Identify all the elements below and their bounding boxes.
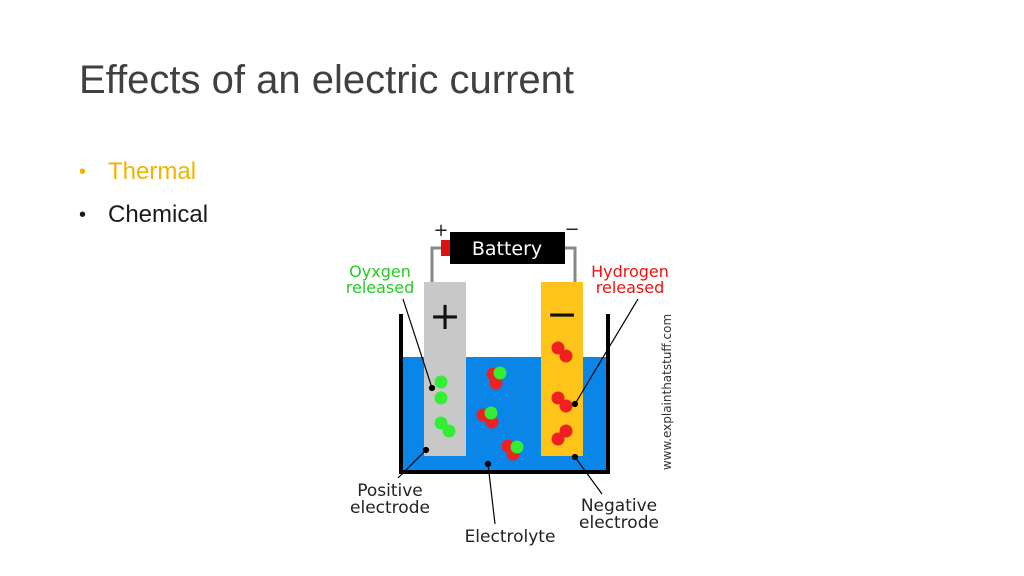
electrolyte-label: Electrolyte — [465, 527, 556, 547]
watermark: www.explainthatstuff.com — [660, 314, 674, 470]
hydrogen-molecule — [559, 399, 573, 413]
hydrogen-label-line1: Hydrogen — [591, 262, 669, 281]
battery-body — [450, 232, 565, 264]
oxygen-atom — [493, 366, 507, 380]
slide-title: Effects of an electric current — [79, 58, 575, 102]
oxygen-atom — [484, 406, 498, 420]
positive-electrode-label-line1: Positive — [357, 481, 423, 501]
bullet-chemical-label: Chemical — [108, 201, 209, 228]
oxygen-molecule — [434, 391, 448, 405]
negative-wire — [565, 246, 577, 282]
battery-minus-label: − — [564, 219, 579, 240]
negative-electrode-label-line1: Negative — [581, 496, 657, 516]
positive-electrode-label-line2: electrode — [350, 498, 430, 518]
battery-positive-terminal — [441, 240, 451, 256]
hydrogen-molecule — [551, 341, 565, 355]
oxygen-label-line2: released — [346, 278, 415, 297]
hydrogen-molecule — [551, 391, 565, 405]
bullet-thermal: • Thermal — [79, 154, 208, 197]
positive-wire — [430, 246, 441, 282]
negative-sign: − — [546, 292, 578, 336]
bullet-thermal-label: Thermal — [108, 158, 197, 185]
hydrogen-label-line2: released — [596, 278, 665, 297]
oxygen-atom — [510, 440, 524, 454]
positive-sign: + — [429, 294, 461, 338]
battery-label: Battery — [472, 238, 542, 260]
hydrogen-atom — [489, 376, 503, 390]
bullet-dot-icon: • — [79, 204, 87, 226]
hydrogen-molecule — [559, 424, 573, 438]
negative-electrode-label-line2: electrode — [579, 513, 659, 533]
beaker — [399, 314, 610, 474]
oxygen-molecule — [434, 416, 448, 430]
hydrogen-molecule — [551, 432, 565, 446]
electrolysis-diagram: Battery + − + − Oyxgen releas — [346, 219, 674, 547]
hydrogen-molecule — [559, 349, 573, 363]
bullet-dot-icon: • — [79, 161, 87, 183]
battery-plus-label: + — [433, 220, 448, 241]
oxygen-molecule — [442, 424, 456, 438]
bullet-list: • Thermal • Chemical — [79, 154, 208, 240]
bullet-chemical: • Chemical — [79, 197, 208, 240]
oxygen-molecule — [434, 375, 448, 389]
oxygen-label-line1: Oyxgen — [349, 262, 411, 281]
